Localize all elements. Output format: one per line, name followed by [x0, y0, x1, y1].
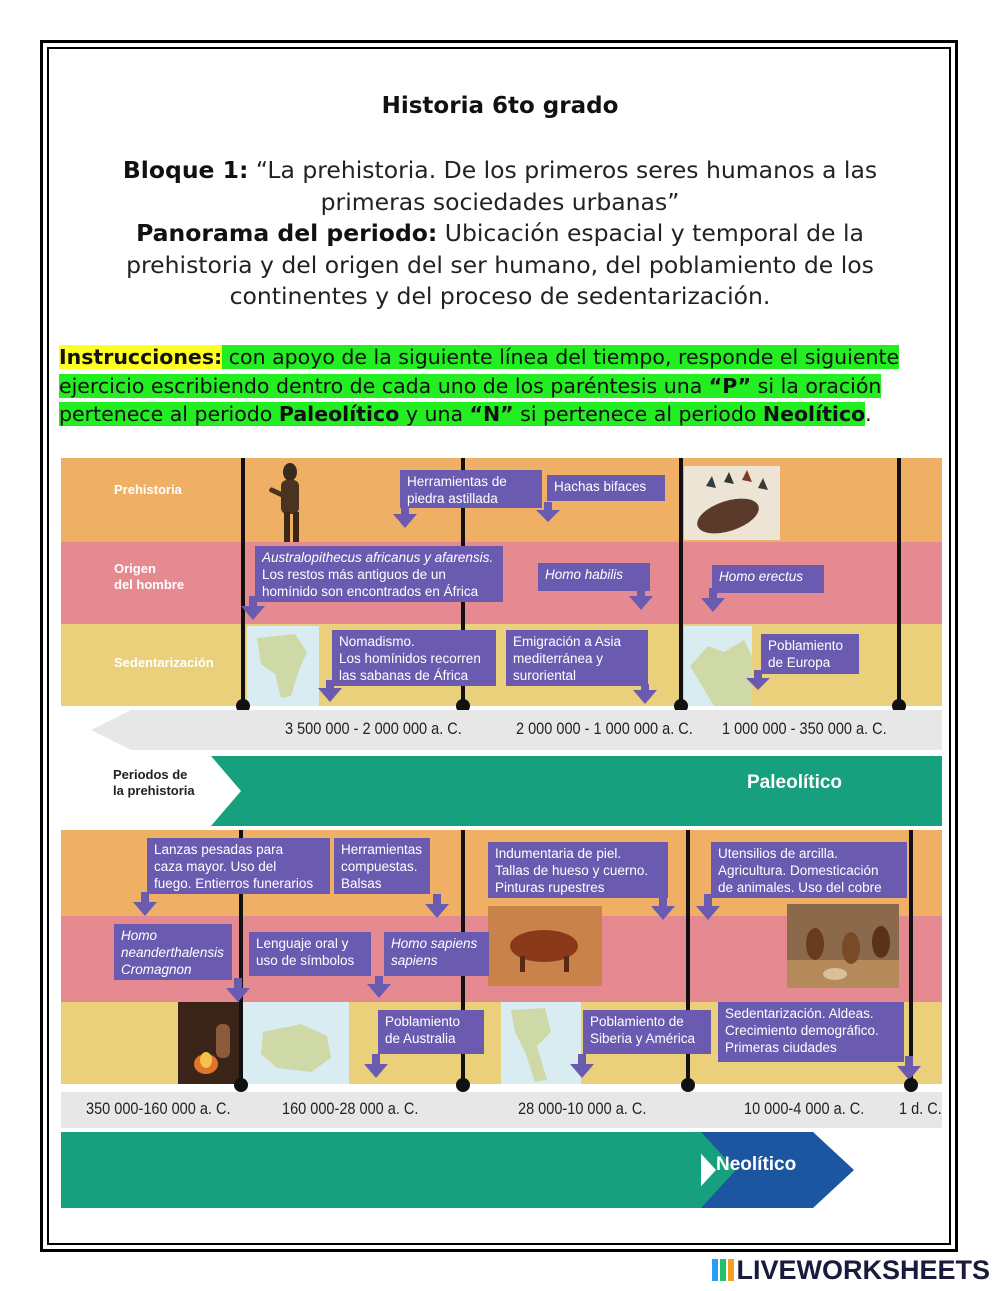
instructions-text-3: y una [399, 402, 469, 426]
timeline-dot [681, 1078, 695, 1092]
date-label: 28 000-10 000 a. C. [518, 1100, 646, 1119]
timeline-dot [456, 1078, 470, 1092]
instructions-label: Instrucciones: [59, 345, 222, 369]
panorama-label: Panorama del periodo: [136, 219, 437, 247]
date-label: 160 000-28 000 a. C. [282, 1100, 418, 1119]
instructions-text-4: si pertenece al periodo [514, 402, 763, 426]
n-mark: “N” [470, 402, 514, 426]
block-description: Bloque 1: “La prehistoria. De los primer… [80, 155, 920, 313]
periods-label-1: Periodos de [113, 767, 195, 783]
bottom-arrows [61, 830, 942, 1090]
instructions: Instrucciones: con apoyo de la siguiente… [59, 343, 939, 429]
date-label: 350 000-160 000 a. C. [86, 1100, 231, 1119]
worksheet-title: Historia 6to grado [0, 93, 1000, 119]
neolitico-bar [61, 1132, 942, 1208]
timeline-neolitico: Lanzas pesadas paracaza mayor. Uso delfu… [61, 830, 942, 1210]
timeline-paleolitico: Prehistoria Origen del hombre Sedentariz… [61, 458, 942, 828]
date-label: 3 500 000 - 2 000 000 a. C. [285, 720, 462, 739]
timeline-dot [234, 1078, 248, 1092]
date-label: 1 000 000 - 350 000 a. C. [722, 720, 887, 739]
date-label: 2 000 000 - 1 000 000 a. C. [516, 720, 693, 739]
instructions-end: . [865, 402, 872, 426]
bloque-text: “La prehistoria. De los primeros seres h… [248, 156, 877, 216]
liveworksheets-icon [712, 1259, 734, 1281]
neolitico-label: Neolítico [716, 1154, 796, 1176]
periods-label: Periodos de la prehistoria [113, 767, 195, 799]
liveworksheets-wordmark: LIVEWORKSHEETS [736, 1255, 990, 1285]
paleolitico-term: Paleolítico [279, 402, 399, 426]
liveworksheets-logo: LIVEWORKSHEETS [712, 1255, 990, 1286]
periods-label-2: la prehistoria [113, 783, 195, 799]
date-label: 1 d. C. [899, 1100, 942, 1119]
neolitico-term: Neolítico [763, 402, 865, 426]
paleolitico-label: Paleolítico [747, 772, 842, 794]
timeline-dot [904, 1078, 918, 1092]
p-mark: “P” [709, 374, 751, 398]
date-label: 10 000-4 000 a. C. [744, 1100, 864, 1119]
top-arrows [61, 458, 942, 708]
bloque-label: Bloque 1: [123, 156, 249, 184]
